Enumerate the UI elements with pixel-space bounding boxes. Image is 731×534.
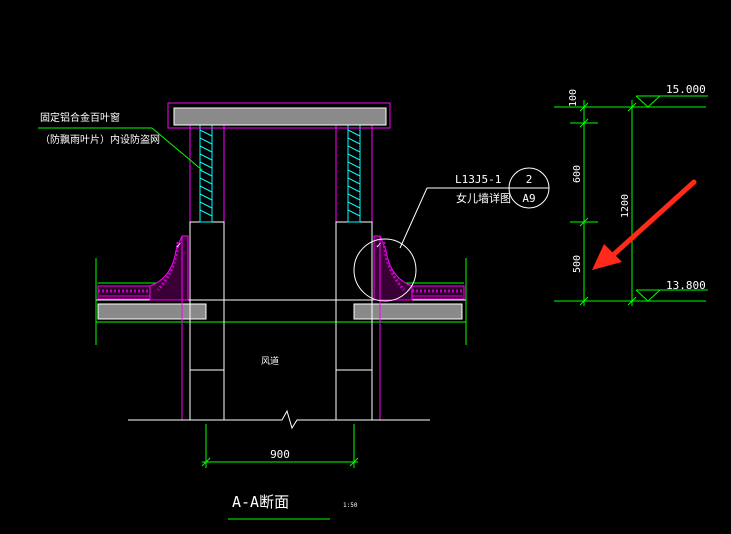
waterstop-mark-left: ✓ [176, 241, 181, 251]
roof-membrane-left [97, 235, 189, 301]
duct-label: 风道 [261, 355, 279, 367]
dim-seg-top: 100 [568, 89, 579, 107]
section-title: A-A断面 [232, 493, 289, 511]
top-cap-outline [167, 102, 391, 129]
dim-total: 1200 [620, 194, 631, 218]
detail-ref-code: L13J5-1 [455, 173, 501, 186]
louver-note-line2: （防飘雨叶片）内设防盗网 [40, 133, 160, 146]
elevation-marker-top [635, 95, 708, 108]
dim-seg-bottom: 500 [572, 255, 583, 273]
waterstop-mark-right: ✓ [376, 241, 381, 251]
detail-ref-sheet: A9 [522, 192, 535, 205]
louver-callout-leader [38, 127, 203, 171]
detail-callout [353, 167, 550, 302]
section-scale: 1:50 [343, 502, 358, 509]
slab-block-left [97, 303, 207, 320]
roof-membrane-right [373, 235, 465, 301]
elevation-marker-bottom [635, 289, 708, 302]
detail-ref-number: 2 [526, 173, 533, 186]
width-dimension [201, 424, 359, 468]
break-line [128, 409, 430, 430]
elevation-top-label: 15.000 [666, 83, 706, 96]
dim-seg-mid: 600 [572, 165, 583, 183]
elevation-bottom-label: 13.800 [666, 279, 706, 292]
width-dimension-label: 900 [270, 448, 290, 461]
top-cap-slab [173, 107, 387, 126]
detail-ref-desc: 女儿墙详图 [456, 191, 511, 205]
slab-block-right [353, 303, 463, 320]
louver-note-line1: 固定铝合金百叶窗 [40, 111, 120, 124]
red-arrow-annotation [592, 179, 697, 270]
elevation-dimension-chain [554, 100, 706, 306]
